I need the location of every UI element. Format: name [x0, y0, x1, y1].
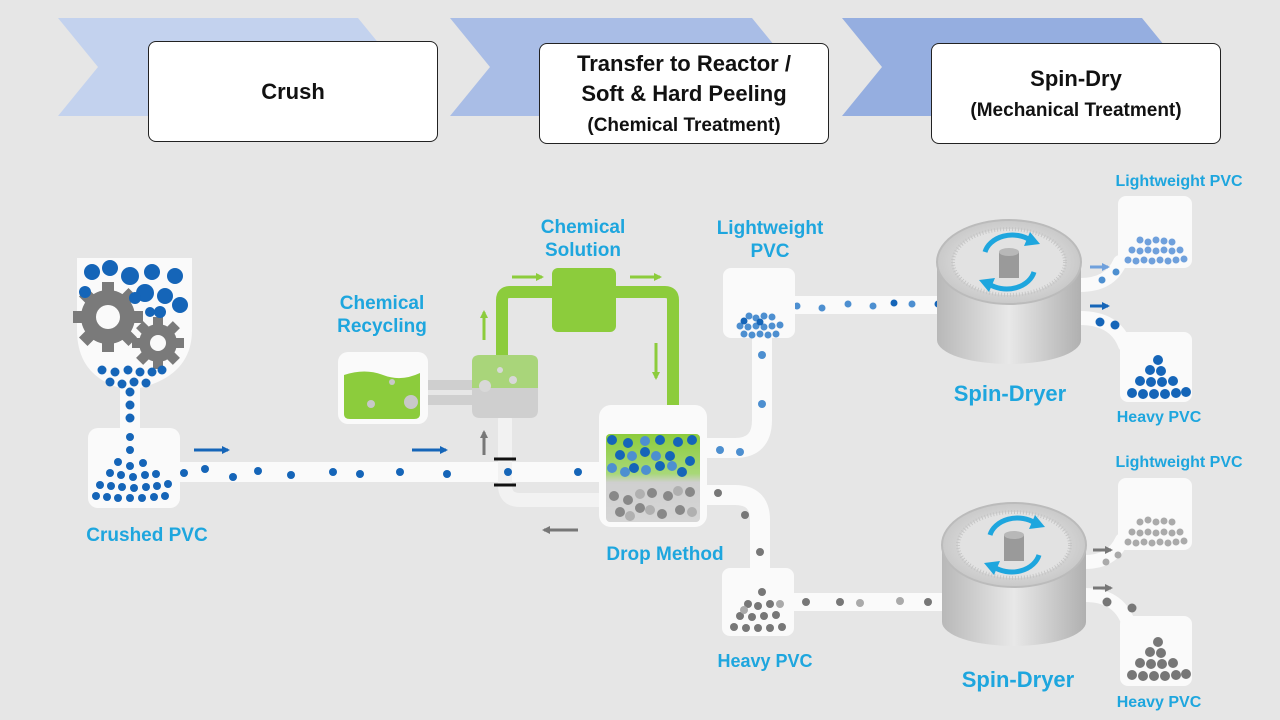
out-pellets-light-top — [1098, 268, 1120, 284]
rotation-arrows-icon — [982, 232, 1037, 292]
label-out-light-bottom: Lightweight PVC — [1115, 454, 1243, 471]
label-crushed-pvc: Crushed PVC — [86, 525, 208, 546]
label-out-heavy-top: Heavy PVC — [1116, 409, 1202, 426]
out-pellets-light-bottom — [1102, 551, 1122, 566]
gear-icon — [132, 317, 184, 369]
label-drop-method: Drop Method — [606, 544, 724, 565]
flow-arrow-icon — [480, 430, 578, 534]
chemical-recycling-tank — [338, 352, 428, 424]
valve — [494, 457, 516, 487]
label-chemical-recycling-line1: Chemical — [339, 293, 425, 314]
out-bin-heavy-top — [1120, 332, 1192, 402]
step-crush-title: Crush — [261, 78, 325, 104]
label-chemical-solution: Chemical Solution — [523, 216, 643, 262]
out-pellets-heavy-top — [1095, 317, 1120, 330]
drop-method-reactor — [599, 405, 707, 527]
step-reactor-title: Transfer to Reactor / — [577, 50, 791, 76]
pipe-pellets-light — [716, 300, 916, 456]
chemical-solution-tank — [552, 268, 616, 332]
flow-arrow-icon — [480, 273, 662, 380]
label-out-heavy-bottom: Heavy PVC — [1116, 694, 1202, 711]
step-crush: Crush — [148, 41, 438, 142]
heavy-pvc-bin — [722, 568, 794, 636]
out-bin-light-top — [1118, 196, 1192, 268]
label-spin-dryer-bottom: Spin-Dryer — [961, 667, 1075, 692]
pipe-pellets-heavy — [714, 489, 932, 606]
label-chemical-recycling: Chemical Recycling — [322, 292, 442, 338]
pipe-separator-to-tank — [496, 286, 555, 360]
label-chemical-solution-line2: Solution — [545, 240, 621, 261]
step-spin-dry: Spin-Dry (Mechanical Treatment) — [931, 43, 1221, 144]
label-chemical-recycling-line2: Recycling — [337, 316, 427, 337]
step-reactor-title-2: Soft & Hard Peeling — [581, 80, 787, 106]
out-pellets-heavy-bottom — [1102, 597, 1137, 613]
solution-pipes — [420, 286, 679, 440]
flow-arrow-icon — [1090, 263, 1113, 592]
step-spin-dry-title: Spin-Dry — [1030, 65, 1122, 91]
pipe-recycle-loop — [498, 413, 612, 507]
lightweight-pvc-bin — [723, 268, 795, 339]
label-lightweight-pvc: Lightweight PVC — [710, 217, 830, 263]
pipe-pellets-heavy-light — [856, 597, 904, 607]
spin-dryer-top — [936, 219, 1082, 364]
label-lightweight-pvc-line2: PVC — [750, 241, 790, 262]
pipe-reactor-to-heavy — [695, 485, 770, 580]
label-lightweight-pvc-line1: Lightweight — [716, 218, 824, 239]
spin-dryer-bottom — [941, 502, 1087, 646]
separator — [472, 355, 538, 418]
pipe-tank-to-reactor — [612, 286, 679, 440]
label-chemical-solution-line1: Chemical — [540, 217, 626, 238]
crushed-pvc-bin — [88, 428, 180, 508]
out-bin-heavy-bottom — [1120, 616, 1192, 686]
label-spin-dryer-top: Spin-Dryer — [953, 381, 1067, 406]
crusher-hopper — [73, 258, 192, 423]
hopper-pellets — [79, 260, 188, 423]
rotation-arrows-icon — [987, 515, 1042, 575]
step-reactor-subtitle: (Chemical Treatment) — [587, 114, 781, 136]
label-out-light-top: Lightweight PVC — [1115, 173, 1243, 190]
step-spin-dry-subtitle: (Mechanical Treatment) — [970, 99, 1182, 121]
out-bin-light-bottom — [1118, 478, 1192, 550]
pipe-reactor-to-lightweight — [695, 325, 772, 458]
label-heavy-pvc-mid: Heavy PVC — [717, 651, 813, 671]
step-reactor: Transfer to Reactor / Soft & Hard Peelin… — [539, 43, 829, 144]
pipe-pellets — [180, 465, 582, 481]
